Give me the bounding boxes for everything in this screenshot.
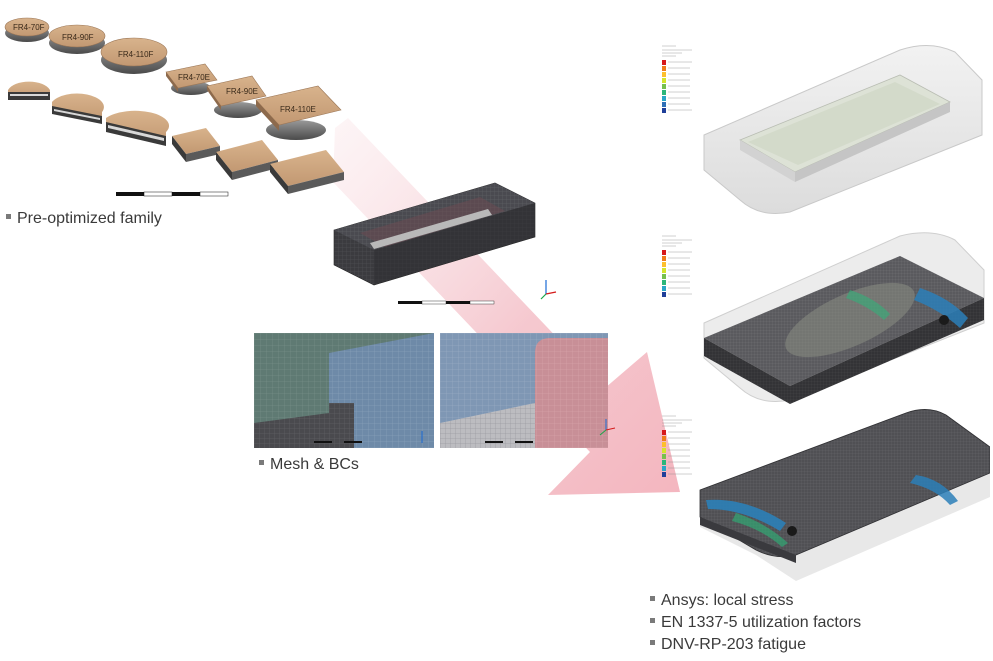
- caption-result-fatigue: DNV-RP-203 fatigue: [650, 636, 806, 654]
- caption-mesh: Mesh & BCs: [259, 456, 359, 474]
- stress-legend-3: [662, 415, 692, 477]
- mesh-detail-right: [440, 333, 608, 448]
- result-model-2: [703, 232, 985, 404]
- pad-label-fr4-110f: FR4-110F: [118, 50, 154, 59]
- caption-result-fatigue-text: DNV-RP-203 fatigue: [661, 636, 806, 653]
- caption-family: Pre-optimized family: [6, 210, 162, 228]
- scale-bar: [398, 300, 495, 305]
- caption-result-utilization: EN 1337-5 utilization factors: [650, 614, 861, 632]
- pad-rect-90: FR4-90E: [206, 75, 267, 118]
- pad-round-90: FR4-90F: [48, 24, 106, 54]
- pad-label-fr4-90e: FR4-90E: [226, 87, 258, 96]
- stress-legend-2: [662, 235, 692, 297]
- bullet-square: [650, 596, 655, 602]
- axis-triad-icon: [540, 280, 557, 300]
- bullet-square: [259, 460, 264, 466]
- scale-bar: [116, 191, 229, 197]
- pad-round-110: FR4-110F: [100, 37, 168, 74]
- pad-label-fr4-110e: FR4-110E: [280, 105, 316, 114]
- bullet-square: [6, 214, 11, 220]
- stress-legend-1: [662, 45, 692, 113]
- pad-round-70: FR4-70F: [4, 17, 50, 42]
- pad-label-fr4-70f: FR4-70F: [13, 23, 45, 32]
- bullet-square: [650, 618, 655, 624]
- caption-mesh-text: Mesh & BCs: [270, 456, 359, 473]
- caption-result-stress-text: Ansys: local stress: [661, 592, 794, 609]
- pad-rect-110: FR4-110E: [255, 85, 342, 140]
- axis-triad-icon: [599, 419, 616, 436]
- caption-family-text: Pre-optimized family: [17, 210, 162, 227]
- pad-sections: [8, 81, 344, 194]
- pad-label-fr4-70e: FR4-70E: [178, 73, 210, 82]
- bullet-square: [650, 640, 655, 646]
- pad-rect-70: FR4-70E: [165, 63, 218, 95]
- mesh-detail-left: [254, 333, 434, 448]
- result-model-1: [703, 45, 983, 214]
- result-model-3: [699, 409, 990, 581]
- pad-label-fr4-90f: FR4-90F: [62, 33, 94, 42]
- meshed-bearing-model: [333, 182, 536, 305]
- pad-family-render: FR4-70F FR4-90F FR4-110F FR4-70E FR4-90E…: [4, 17, 344, 197]
- caption-result-stress: Ansys: local stress: [650, 592, 793, 610]
- caption-result-utilization-text: EN 1337-5 utilization factors: [661, 614, 862, 631]
